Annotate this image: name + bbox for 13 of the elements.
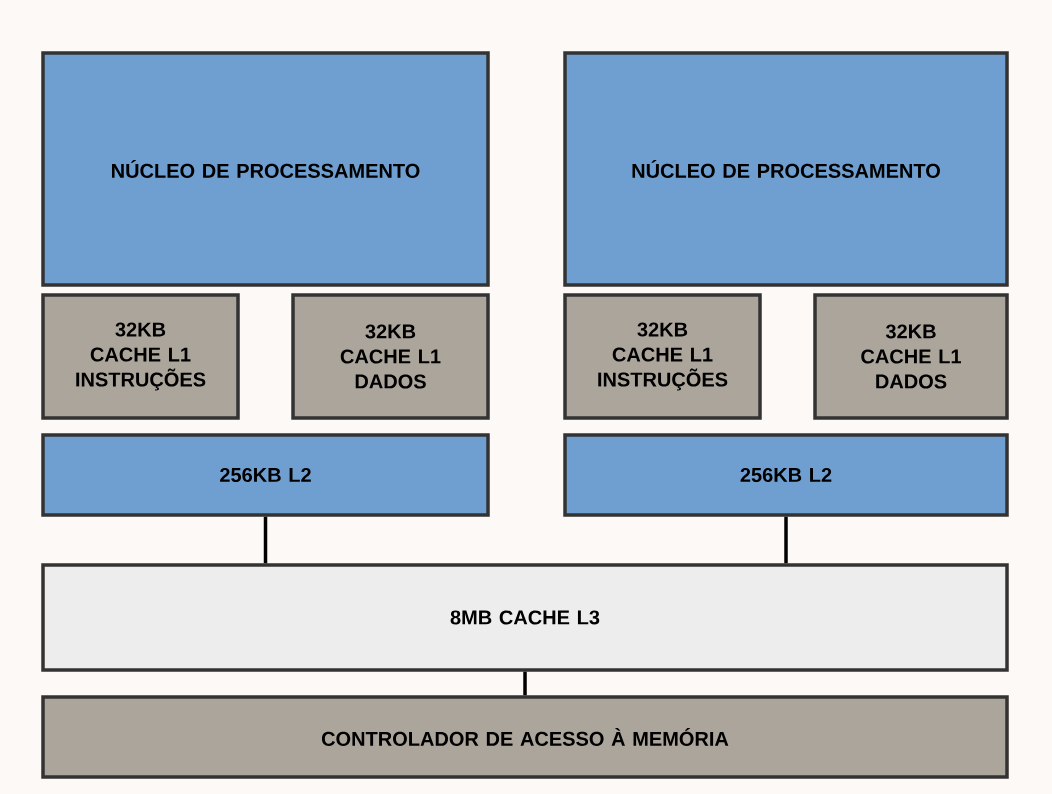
cache-box: 256KB L2 xyxy=(41,433,490,517)
cache-box: 32KB CACHE L1 INSTRUÇÕES xyxy=(41,293,240,420)
connector-line xyxy=(263,516,268,564)
cache-box: 32KB CACHE L1 DADOS xyxy=(291,293,490,420)
processing-core-box: NÚCLEO DE PROCESSAMENTO xyxy=(41,51,490,287)
memory-controller-box: CONTROLADOR DE ACESSO À MEMÓRIA xyxy=(41,695,1009,779)
cache-box: 32KB CACHE L1 INSTRUÇÕES xyxy=(563,293,762,420)
connector-line xyxy=(523,671,527,696)
cache-box: 256KB L2 xyxy=(563,433,1009,517)
processing-core-box: NÚCLEO DE PROCESSAMENTO xyxy=(563,51,1009,287)
cache-box: 32KB CACHE L1 DADOS xyxy=(813,293,1009,420)
connector-line xyxy=(784,516,788,564)
cache-box: 8MB CACHE L3 xyxy=(41,563,1009,672)
